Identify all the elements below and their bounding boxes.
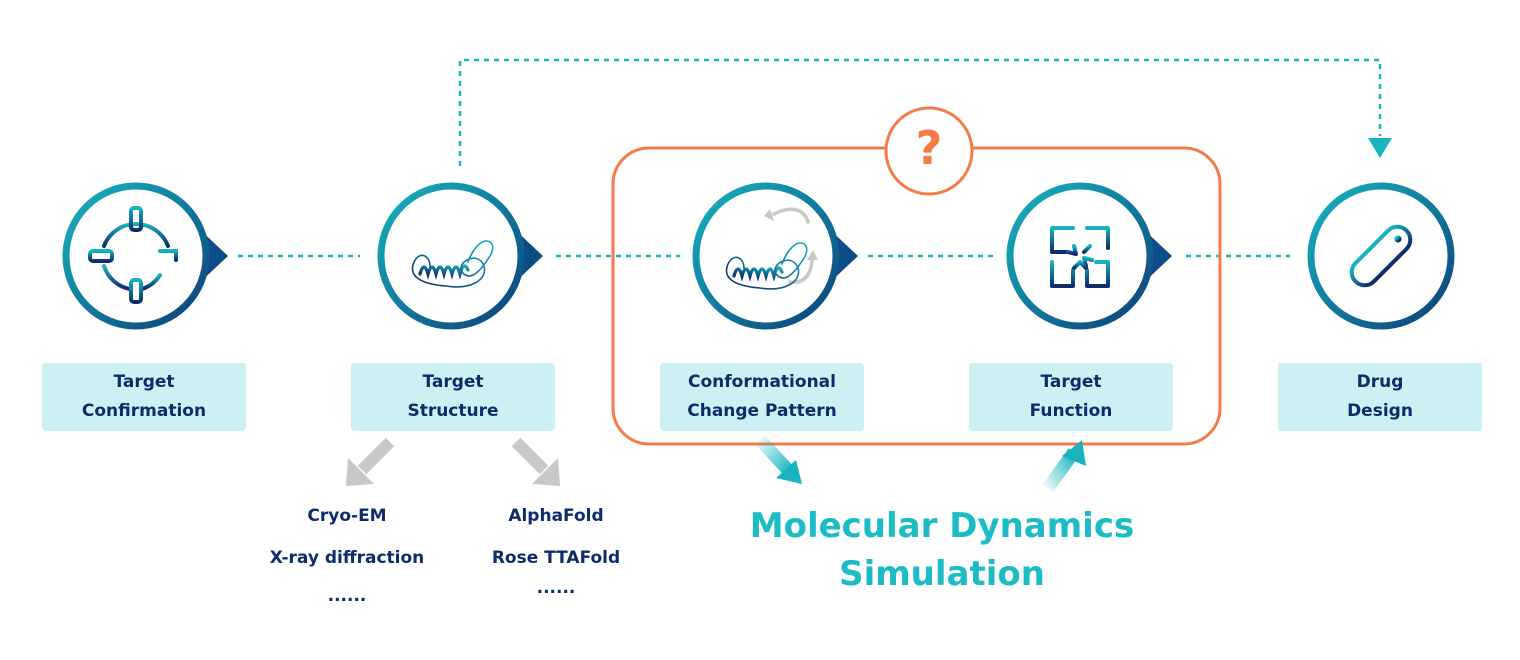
teal-arrow-to-md — [755, 435, 802, 484]
label-line1: Conformational — [688, 372, 836, 392]
method-computational-more: ...... — [536, 578, 576, 598]
teal-arrow-from-md — [1042, 440, 1086, 492]
label-line2: Function — [1029, 401, 1113, 421]
crosshair-target-icon — [88, 206, 178, 304]
label-target-confirmation[interactable]: Target Confirmation — [42, 363, 246, 431]
node-drug-design[interactable] — [1307, 182, 1455, 330]
label-line1: Target — [422, 372, 484, 392]
node-ring — [692, 182, 840, 330]
method-experimental-more: ...... — [327, 586, 367, 606]
method-xray-diffraction: X-ray diffraction — [269, 548, 425, 568]
node-target-confirmation[interactable] — [62, 182, 228, 330]
feedback-dotted-path — [458, 58, 1382, 166]
label-target-structure[interactable]: Target Structure — [351, 363, 555, 431]
label-line1: Target — [1040, 372, 1102, 392]
label-conformational-change[interactable]: Conformational Change Pattern — [660, 363, 864, 431]
method-alphafold: AlphaFold — [508, 506, 604, 526]
method-rosettafold: Rose TTAFold — [491, 548, 621, 568]
label-line2: Design — [1347, 401, 1413, 421]
label-line2: Structure — [407, 401, 499, 421]
node-ring — [377, 182, 525, 330]
node-ring — [1307, 182, 1455, 330]
label-line1: Drug — [1356, 372, 1404, 392]
node-target-structure[interactable] — [377, 182, 543, 330]
md-title-line1: Molecular Dynamics — [749, 506, 1135, 546]
feedback-arrowhead — [1368, 138, 1392, 158]
node-target-function[interactable] — [1006, 182, 1172, 330]
node-ring — [1006, 182, 1154, 330]
method-cryo-em: Cryo-EM — [307, 506, 387, 526]
label-line2: Confirmation — [81, 401, 207, 421]
protein-conformational-change-icon — [725, 207, 818, 290]
protein-helix-icon — [411, 240, 494, 288]
node-conformational-change[interactable] — [692, 182, 858, 330]
pill-capsule-icon — [1349, 224, 1413, 288]
md-title-line2: Simulation — [839, 554, 1045, 594]
question-badge — [884, 106, 974, 196]
label-drug-design[interactable]: Drug Design — [1278, 363, 1482, 431]
label-target-function[interactable]: Target Function — [969, 363, 1173, 431]
converging-arrows-icon — [1050, 226, 1110, 288]
label-line2: Change Pattern — [687, 401, 837, 421]
question-mark: ? — [915, 121, 943, 175]
label-line1: Target — [113, 372, 175, 392]
gray-arrow-to-computational — [511, 437, 560, 486]
gray-arrow-to-experimental — [346, 437, 395, 486]
